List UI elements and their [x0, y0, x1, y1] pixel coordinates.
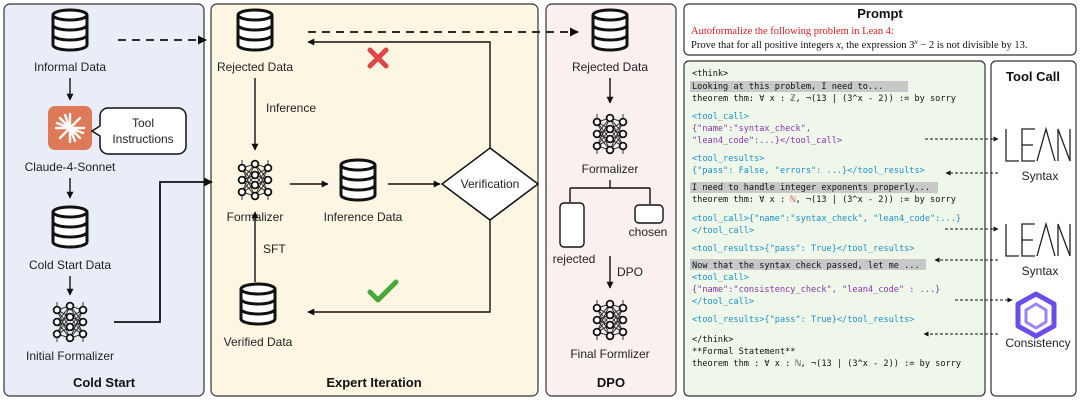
code-theorem-2-pre: theorem thm: ∀ x :	[692, 195, 790, 205]
rejected-data-database-icon	[236, 8, 274, 52]
prompt-problem-prefix: Prove that for all positive integers	[691, 40, 836, 51]
code-formal-header: **Formal Statement**	[692, 347, 795, 357]
tool-instructions-line1: Tool	[132, 116, 154, 130]
prompt-title: Prompt	[857, 6, 903, 21]
thought-3-highlight	[690, 259, 926, 270]
code-think-close: </think>	[692, 335, 733, 345]
code-tool-call-1-line2: "lean4_code":...}</tool_call>	[692, 136, 842, 146]
inference-data-database-icon	[339, 158, 377, 202]
rejected-sample-box	[559, 202, 585, 248]
code-tool-call-1-line1: {"name":"syntax_check",	[692, 124, 811, 134]
check-icon	[367, 279, 399, 303]
code-tool-results-1-body: {"pass": False, "errors": ...}</tool_res…	[692, 166, 925, 176]
prompt-instruction: Autoformalize the following problem in L…	[691, 26, 894, 37]
code-tool-results-1-open: <tool_results>	[692, 154, 764, 164]
code-theorem-2-post: , ¬(13 | (3^x - 2)) := by sorry	[796, 195, 956, 205]
initial-formalizer-label: Initial Formalizer	[26, 349, 114, 363]
code-think-open: <think>	[692, 69, 728, 79]
verified-data-database-icon	[239, 282, 277, 326]
verification-label: Verification	[461, 177, 520, 191]
prompt-problem-expr: 3	[909, 40, 914, 51]
tool-instructions-line2: Instructions	[112, 132, 173, 146]
tool-instructions-bubble	[90, 107, 187, 155]
code-tool-call-3-open: <tool_call>	[692, 273, 749, 283]
cold-start-data-database-icon	[51, 205, 89, 249]
code-tool-call-1-open: <tool_call>	[692, 112, 749, 122]
thought-1-highlight	[690, 81, 908, 92]
code-theorem-1: theorem thm: ∀ x : ℤ, ¬(13 | (3^x - 2)) …	[692, 94, 956, 104]
syntax-label-1: Syntax	[1022, 169, 1059, 183]
code-tool-call-3-close: </tool_call>	[692, 297, 754, 307]
code-theorem-2-n: ℕ	[790, 195, 795, 205]
prompt-problem-mid: , the expression	[841, 40, 909, 51]
rejected-label: rejected	[553, 252, 596, 266]
cold-start-panel	[3, 3, 205, 397]
prompt-problem: Prove that for all positive integers x, …	[691, 37, 1028, 51]
prompt-problem-exp: x	[913, 37, 918, 46]
arrow-verification-pass	[307, 220, 491, 316]
rejected-data-label: Rejected Data	[217, 60, 293, 74]
code-trace: <think> Looking at this problem, I need …	[690, 69, 961, 369]
claude-label: Claude-4-Sonnet	[25, 160, 116, 174]
chosen-sample-box	[634, 204, 664, 224]
code-tool-call-2-line1: <tool_call>{"name":"syntax_check", "lean…	[692, 214, 961, 224]
code-theorem-3: theorem thm : ∀ x : ℕ, ¬(13 | (3^x - 2))…	[692, 359, 961, 369]
dpo-rejected-data-label: Rejected Data	[572, 60, 648, 74]
verified-data-label: Verified Data	[224, 335, 293, 349]
informal-data-label: Informal Data	[34, 60, 106, 74]
consistency-label: Consistency	[1005, 336, 1070, 350]
dpo-panel	[545, 3, 677, 397]
expert-iteration-panel	[210, 3, 539, 397]
dpo-formalizer-label: Formalizer	[582, 162, 639, 176]
code-tool-call-2-line2: </tool_call>	[692, 226, 754, 236]
prompt-panel	[683, 3, 1077, 56]
cold-start-title: Cold Start	[73, 375, 136, 390]
thought-2-highlight	[690, 182, 938, 193]
code-thought-2: I need to handle integer exponents prope…	[692, 183, 930, 193]
code-thought-3: Now that the syntax check passed, let me…	[692, 261, 920, 271]
inference-label: Inference	[266, 101, 316, 115]
code-theorem-2: theorem thm: ∀ x : ℕ, ¬(13 | (3^x - 2)) …	[692, 195, 956, 205]
consistency-logo-icon	[1015, 291, 1057, 339]
claude-logo-icon	[48, 106, 92, 150]
dpo-step-label: DPO	[617, 265, 643, 279]
cross-icon	[367, 47, 389, 69]
final-formalizer-label: Final Formlizer	[570, 347, 649, 361]
arrow-initial-to-formalizer	[114, 177, 213, 323]
sft-label: SFT	[263, 242, 286, 256]
code-tool-results-3: <tool_results>{"pass": True}</tool_resul…	[692, 315, 914, 325]
code-tool-results-2: <tool_results>{"pass": True}</tool_resul…	[692, 244, 914, 254]
chosen-label: chosen	[629, 225, 668, 239]
code-tool-call-3-line1: {"name":"consistency_check", "lean4_code…	[692, 285, 940, 295]
dpo-branch-connector	[569, 180, 651, 204]
expert-iteration-title: Expert Iteration	[326, 375, 421, 390]
dpo-title: DPO	[597, 375, 625, 390]
prompt-problem-var: x	[835, 40, 841, 51]
dpo-rejected-data-database-icon	[591, 8, 629, 52]
arrow-verification-fail	[307, 38, 491, 148]
syntax-label-2: Syntax	[1022, 264, 1059, 278]
inference-data-label: Inference Data	[324, 210, 403, 224]
tool-call-title: Tool Call	[1006, 69, 1060, 84]
prompt-problem-suffix: − 2 is not divisible by 13.	[918, 40, 1028, 51]
informal-data-database-icon	[51, 8, 89, 52]
cold-start-data-label: Cold Start Data	[29, 258, 111, 272]
code-thought-1: Looking at this problem, I need to...	[692, 82, 883, 92]
